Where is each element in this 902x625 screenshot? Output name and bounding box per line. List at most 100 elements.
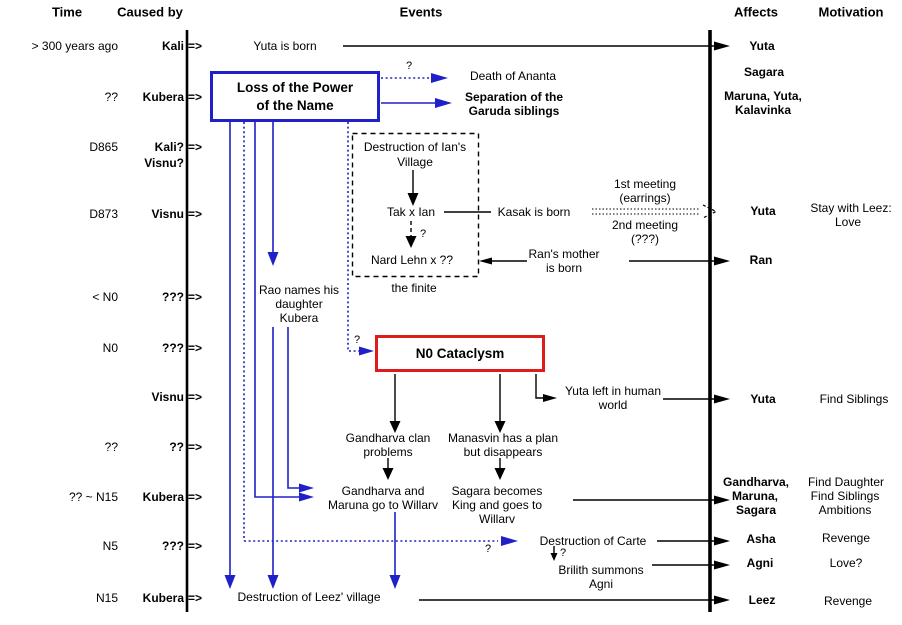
- blue-connectors: [229, 77, 498, 577]
- willarv-leez-arrowhead: [389, 575, 401, 589]
- sagara-arrowhead: [714, 495, 730, 505]
- row-time-0: > 300 years ago: [31, 39, 118, 53]
- affects-gms-2: Maruna,: [731, 489, 779, 503]
- motivation-love: Love?: [829, 556, 863, 570]
- motivation-gms-1: Find Daughter: [807, 475, 885, 489]
- row-arrow-4: =>: [188, 290, 203, 304]
- event-ian-village-2: Village: [397, 155, 433, 169]
- event-leez-village: Destruction of Leez' village: [237, 590, 381, 604]
- row-time-9: N5: [102, 539, 118, 553]
- event-separation-1: Separation of the: [464, 90, 564, 104]
- row-time-1: ??: [104, 90, 118, 104]
- n0-dotted-arrowhead: [359, 346, 374, 356]
- motivation-stay-1: Stay with Leez:: [810, 201, 892, 215]
- n0-down-arrowhead-1: [389, 421, 401, 433]
- leez-arrowhead: [714, 595, 730, 605]
- row-time-4: < N0: [92, 290, 118, 304]
- event-nard-lehn: Nard Lehn x ??: [370, 253, 454, 267]
- event-gandharva-willarv-1: Gandharva and: [341, 484, 425, 498]
- row-arrow-5: =>: [188, 341, 203, 355]
- event-separation-2: Garuda siblings: [468, 104, 560, 118]
- affects-maruna-group-2: Kalavinka: [734, 103, 792, 117]
- carte-brilith-arrowhead: [550, 553, 558, 561]
- gandharva-problems-arrowhead: [382, 468, 394, 480]
- affects-asha: Asha: [746, 532, 776, 546]
- loss-box-line1: Loss of the Power: [236, 79, 354, 95]
- event-manasvin-2: but disappears: [463, 445, 543, 459]
- ananta-arrowhead: [431, 73, 448, 83]
- event-rao-1: Rao names his: [258, 283, 340, 297]
- q-ananta: ?: [405, 60, 413, 72]
- row-arrow-0: =>: [188, 39, 203, 53]
- affects-maruna-group-1: Maruna, Yuta,: [724, 89, 802, 103]
- affects-yuta-3: Yuta: [750, 392, 776, 406]
- willarv-arrowhead-upper: [299, 483, 314, 493]
- manasvin-arrowhead: [494, 468, 506, 480]
- row-cause-2: Kali?: [154, 140, 184, 154]
- ran-arrowhead: [714, 256, 730, 266]
- motivation-stay-2: Love: [834, 215, 862, 229]
- row-arrow-1: =>: [188, 90, 203, 104]
- willarv-arrowhead-lower: [299, 492, 314, 502]
- event-sagara-king-3: Willarv: [479, 512, 515, 526]
- row-arrow-9: =>: [188, 539, 203, 553]
- row-arrow-7: =>: [188, 440, 203, 454]
- event-ian-village-1: Destruction of Ian's: [363, 140, 467, 154]
- row-time-10: N15: [95, 591, 118, 605]
- event-sagara-king-1: Sagara becomes: [451, 484, 543, 498]
- separation-arrowhead: [435, 98, 452, 108]
- row-time-3: D873: [89, 207, 118, 221]
- event-brilith-2: Agni: [588, 577, 614, 591]
- event-the-finite: the finite: [391, 281, 437, 295]
- motivation-revenge-1: Revenge: [821, 531, 871, 545]
- row-cause-7: ??: [169, 440, 184, 454]
- row-cause-5: ???: [162, 341, 184, 355]
- affects-yuta-2: Yuta: [750, 204, 776, 218]
- n0-dotted-elbow: [347, 122, 360, 352]
- q-n0: ?: [353, 334, 361, 346]
- row-cause-10: Kubera: [142, 591, 184, 605]
- loss-arrowhead-leez-1: [224, 575, 236, 589]
- q-brilith: ?: [559, 547, 567, 559]
- row-arrow-6: =>: [188, 390, 203, 404]
- affects-gms-1: Gandharva,: [722, 475, 790, 489]
- row-cause-3: Visnu: [151, 207, 184, 221]
- row-cause-2b: Visnu?: [144, 156, 184, 170]
- event-ran-mother-2: is born: [545, 261, 583, 275]
- event-gandharva-willarv-2: Maruna go to Willarv: [327, 498, 439, 512]
- event-manasvin-1: Manasvin has a plan: [447, 431, 559, 445]
- yuta-human-arrowhead: [714, 394, 730, 404]
- black-arrowheads: [382, 41, 730, 605]
- event-tak-ian: Tak x Ian: [386, 205, 436, 219]
- loss-v-line-willarv: [254, 122, 301, 498]
- affects-agni: Agni: [746, 556, 774, 570]
- header-events: Events: [399, 4, 443, 20]
- header-affects: Affects: [733, 4, 779, 20]
- row-arrow-3: =>: [188, 207, 203, 221]
- rao-arrowhead: [267, 252, 279, 266]
- ian-village-dashed-box: [351, 132, 480, 278]
- event-gandharva-problems-2: problems: [363, 445, 413, 459]
- event-ran-mother-1: Ran's mother: [528, 247, 600, 261]
- motivation-revenge-2: Revenge: [823, 594, 873, 608]
- header-caused-by: Caused by: [117, 4, 183, 20]
- q-carte: ?: [484, 543, 492, 555]
- loss-of-name-box: Loss of the Power of the Name: [210, 71, 380, 122]
- blue-arrowheads: [224, 73, 518, 589]
- motivation-gms-2: Find Siblings: [810, 489, 880, 503]
- event-rao-2: daughter: [275, 297, 323, 311]
- label-2nd-meeting-q: (???): [630, 232, 660, 246]
- brilith-arrowhead: [714, 560, 730, 570]
- row-time-2: D865: [89, 140, 118, 154]
- n0-box-label: N0 Cataclysm: [415, 346, 505, 361]
- header-time: Time: [51, 4, 83, 20]
- event-brilith-1: Brilith summons: [558, 563, 644, 577]
- row-arrow-10: =>: [188, 591, 203, 605]
- motivation-gms-3: Ambitions: [818, 503, 872, 517]
- loss-arrowhead-leez-2: [267, 575, 279, 589]
- carte-arrowhead: [714, 536, 730, 546]
- event-carte: Destruction of Carte: [539, 534, 647, 548]
- row-cause-8: Kubera: [142, 490, 184, 504]
